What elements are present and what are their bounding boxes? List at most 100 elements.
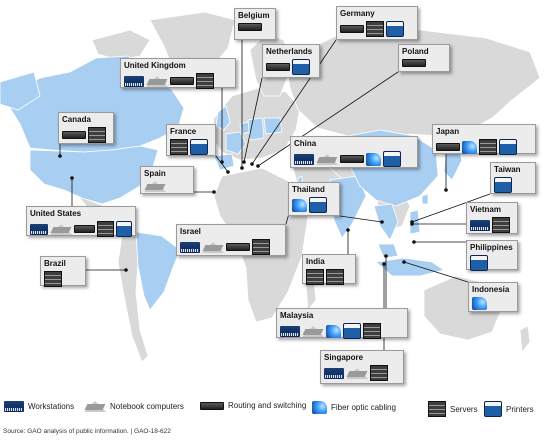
callout-title: United States — [30, 209, 82, 218]
router-switch-icon — [170, 77, 194, 85]
legend-label: Fiber optic cabling — [331, 403, 396, 412]
location-dot-belgium — [240, 166, 244, 170]
callout-icons — [170, 139, 212, 155]
location-dot-philippines — [412, 240, 416, 244]
callout-title: China — [294, 139, 317, 148]
callout-icons — [324, 365, 400, 381]
location-dot-france — [226, 170, 230, 174]
callout-united-states: United States — [26, 206, 136, 237]
workstation-icon — [180, 241, 200, 253]
callout-icons — [340, 21, 414, 37]
location-dot-brazil — [124, 268, 128, 272]
legend: Workstations Notebook computers Routing … — [0, 395, 554, 427]
fiber-optic-icon — [462, 140, 477, 154]
callout-india: India — [302, 254, 356, 285]
server-icon — [492, 217, 510, 233]
legend-label: Workstations — [28, 402, 75, 411]
callout-icons — [238, 23, 272, 31]
workstation-icon — [4, 401, 24, 412]
leader-line-poland — [257, 71, 399, 167]
callout-philippines: Philippines — [466, 240, 518, 271]
location-dot-indonesia — [402, 260, 406, 264]
indonesia-shape — [375, 257, 445, 277]
printer-icon — [343, 323, 361, 339]
server-icon — [363, 323, 381, 339]
callout-icons — [402, 59, 446, 67]
notebook-computer-icon — [302, 325, 324, 337]
workstation-icon — [294, 153, 314, 165]
callout-icons — [470, 217, 514, 233]
callout-belgium: Belgium — [234, 8, 276, 40]
router-switch-icon — [340, 25, 364, 33]
taiwan-shape — [421, 193, 429, 205]
callout-title: Germany — [340, 9, 375, 18]
callout-icons — [266, 59, 316, 75]
server-icon — [252, 239, 270, 255]
callout-spain: Spain — [140, 166, 194, 194]
server-icon — [370, 365, 388, 381]
legend-label: Servers — [450, 404, 478, 414]
legend-workstations: Workstations — [4, 401, 74, 412]
callout-title: Belgium — [238, 11, 270, 20]
notebook-computer-icon — [144, 181, 166, 192]
alaska-shape — [0, 71, 41, 111]
united-kingdom-shape — [215, 105, 231, 131]
callout-title: United Kingdom — [124, 61, 186, 70]
legend-routing: Routing and switching — [200, 401, 306, 410]
location-dot-japan — [444, 188, 448, 192]
callout-title: Canada — [62, 115, 91, 124]
germany-shape — [247, 117, 265, 141]
callout-poland: Poland — [398, 44, 450, 72]
thailand-vietnam-shape — [373, 203, 399, 241]
printer-icon — [190, 139, 208, 155]
callout-icons — [470, 255, 514, 271]
fiber-optic-icon — [312, 401, 327, 414]
printer-icon — [470, 255, 488, 271]
callout-title: France — [170, 127, 197, 136]
server-icon — [428, 401, 446, 417]
notebook-computer-icon — [346, 367, 368, 379]
callout-united-kingdom: United Kingdom — [120, 58, 236, 89]
router-switch-icon — [402, 59, 426, 67]
router-switch-icon — [200, 401, 224, 410]
source-note: Source: GAO analysis of public informati… — [3, 428, 171, 435]
callout-indonesia: Indonesia — [468, 282, 518, 312]
location-dot-germany — [250, 162, 254, 166]
callout-icons — [306, 269, 352, 285]
callout-icons — [180, 239, 282, 255]
leader-line-germany — [251, 39, 337, 165]
legend-printers: Printers — [484, 401, 534, 417]
location-dot-malaysia — [384, 254, 388, 258]
printer-icon — [484, 401, 502, 417]
brazil-shape — [135, 231, 181, 311]
location-dot-united-states — [70, 176, 74, 180]
leader-line-france — [215, 155, 229, 173]
callout-title: Poland — [402, 47, 429, 56]
workstation-icon — [124, 75, 144, 87]
callout-title: Malaysia — [280, 311, 314, 320]
notebook-computer-icon — [146, 75, 168, 87]
leader-lines — [59, 39, 491, 350]
location-dot-canada — [58, 154, 62, 158]
legend-label: Routing and switching — [228, 401, 307, 410]
callout-title: Thailand — [292, 185, 325, 194]
location-dot-united-kingdom — [220, 160, 224, 164]
callout-taiwan: Taiwan — [490, 162, 536, 194]
legend-fiber: Fiber optic cabling — [312, 401, 396, 414]
callout-thailand: Thailand — [288, 182, 340, 216]
server-icon — [196, 73, 214, 89]
northern-canada-islands-shape — [91, 29, 151, 61]
fiber-optic-icon — [366, 152, 381, 166]
router-switch-icon — [62, 131, 86, 139]
notebook-computer-icon — [84, 401, 106, 412]
callout-icons — [472, 297, 514, 310]
location-dot-singapore — [382, 262, 386, 266]
server-icon — [366, 21, 384, 37]
callout-china: China — [290, 136, 418, 168]
fiber-optic-icon — [326, 324, 341, 338]
notebook-computer-icon — [316, 153, 338, 165]
leader-line-thailand — [339, 215, 383, 223]
router-switch-icon — [340, 155, 364, 163]
workstation-icon — [324, 367, 344, 379]
router-switch-icon — [436, 143, 460, 151]
